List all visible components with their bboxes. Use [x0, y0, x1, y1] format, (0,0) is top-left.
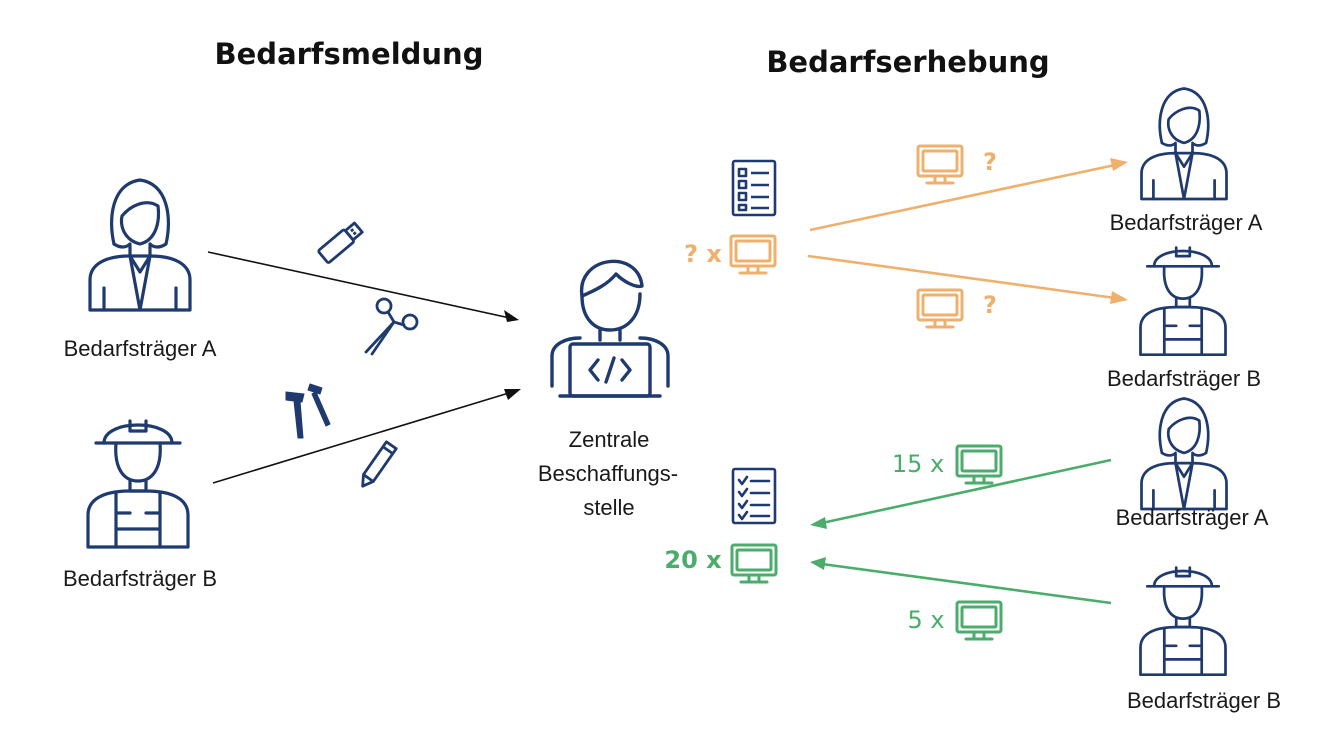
- construction-worker-icon: [1139, 566, 1227, 677]
- center-label-line2: Beschaffungs-: [538, 461, 678, 486]
- arrowhead: [504, 310, 519, 322]
- arrow-response-b: [821, 562, 1112, 605]
- request-unknown-b: ?: [983, 291, 997, 319]
- arrow-request-a: [809, 163, 1116, 232]
- arrows-bedarfsmeldung: [207, 251, 521, 484]
- arrow-response-a: [821, 458, 1112, 525]
- checklist-icon: [731, 159, 777, 217]
- label-left-bedarfstraeger-b: Bedarfsträger B: [63, 566, 217, 591]
- checklist-done-icon: [731, 467, 777, 525]
- arrowhead: [1110, 291, 1128, 304]
- construction-worker-icon: [86, 419, 190, 549]
- label-top-bedarfstraeger-b: Bedarfsträger B: [1107, 366, 1261, 391]
- label-left-bedarfstraeger-a: Bedarfsträger A: [64, 336, 217, 361]
- title-bedarfserhebung: Bedarfserhebung: [766, 45, 1049, 79]
- label-top-bedarfstraeger-a: Bedarfsträger A: [1110, 210, 1263, 235]
- arrows-request: [807, 158, 1128, 304]
- pencil-icon: [361, 440, 398, 488]
- request-count: ? x: [684, 240, 722, 268]
- arrowhead: [1110, 158, 1128, 171]
- monitor-icon: [916, 288, 964, 329]
- monitor-icon: [955, 444, 1003, 485]
- response-count-a: 15 x: [892, 450, 944, 478]
- total-count: 20 x: [664, 546, 722, 574]
- arrow-request-b: [807, 254, 1116, 300]
- label-bottom-bedarfstraeger-a: Bedarfsträger A: [1116, 505, 1269, 530]
- center-label-line1: Zentrale: [569, 427, 650, 452]
- scissors-icon: [364, 297, 419, 356]
- arrowhead: [504, 389, 521, 400]
- businesswoman-icon: [1140, 87, 1228, 201]
- arrow-b-to-center: [212, 391, 513, 484]
- label-bottom-bedarfstraeger-b: Bedarfsträger B: [1127, 688, 1281, 713]
- arrowhead: [810, 517, 827, 529]
- businesswoman-icon: [88, 178, 192, 312]
- center-label-line3: stelle: [583, 495, 634, 520]
- arrows-response: [810, 458, 1112, 605]
- arrow-a-to-center: [207, 251, 511, 319]
- monitor-icon: [730, 543, 778, 584]
- request-unknown-a: ?: [983, 148, 997, 176]
- arrowhead: [810, 557, 826, 570]
- monitor-icon: [955, 600, 1003, 641]
- monitor-icon: [916, 144, 964, 185]
- title-bedarfsmeldung: Bedarfsmeldung: [215, 37, 484, 71]
- developer-laptop-icon: [550, 259, 670, 398]
- hammer-icon: [285, 383, 331, 439]
- construction-worker-icon: [1139, 246, 1227, 357]
- response-count-b: 5 x: [907, 606, 944, 634]
- usb-stick-icon: [317, 221, 364, 264]
- monitor-icon: [729, 234, 777, 275]
- businesswoman-icon: [1140, 397, 1228, 511]
